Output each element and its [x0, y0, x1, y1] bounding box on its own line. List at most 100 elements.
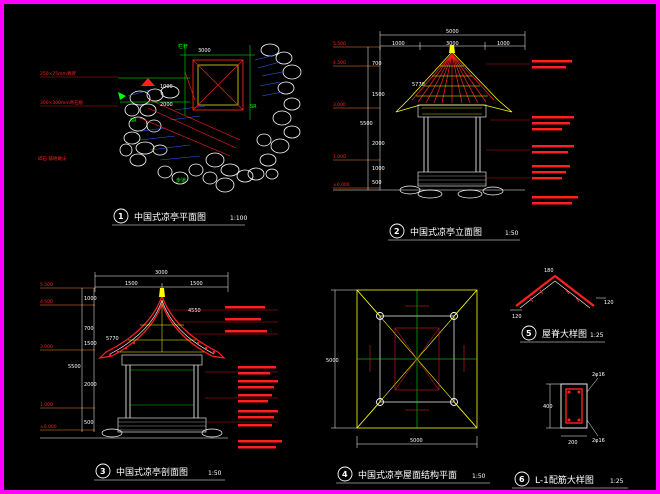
- svg-text:2000: 2000: [84, 382, 97, 388]
- svg-text:120: 120: [512, 314, 522, 320]
- plan-dim-left1: 1000: [160, 84, 173, 90]
- svg-text:±0.000: ±0.000: [40, 424, 57, 430]
- svg-text:4.500: 4.500: [40, 299, 53, 305]
- plan-bridge: [139, 71, 241, 157]
- svg-text:2φ16: 2φ16: [592, 372, 605, 378]
- plan-marker: [141, 78, 155, 86]
- svg-text:1000: 1000: [392, 41, 405, 47]
- title-1-number: 1: [118, 212, 124, 221]
- svg-text:1000: 1000: [372, 166, 385, 172]
- plan-water-hatch: [127, 54, 283, 161]
- svg-text:200: 200: [568, 440, 578, 446]
- plan-label-path: 步道: [176, 177, 186, 184]
- frame-border-bottom: [0, 490, 660, 494]
- frame-border-left: [0, 0, 4, 494]
- title-4-scale: 1:50: [472, 473, 486, 480]
- title-3-scale: 1:50: [208, 470, 222, 477]
- svg-text:5.500: 5.500: [40, 282, 53, 288]
- roof-plan-dim-w: 5000: [410, 438, 423, 444]
- elevation-finial: [449, 45, 455, 53]
- title-6-name: L-1配筋大样图: [535, 474, 594, 486]
- title-1-name: 中国式凉亭平面图: [134, 211, 206, 223]
- plan-note-red2: 300×300mm青石板: [40, 99, 84, 106]
- svg-text:2000: 2000: [372, 141, 385, 147]
- plan-label-fence: 栏杆: [178, 43, 188, 50]
- title-6-circle: [514, 471, 530, 487]
- plan-rocks-left: [119, 85, 254, 193]
- plan-dimension-lines: [118, 45, 255, 120]
- roof-plan-columns: [376, 312, 458, 406]
- rebar-beam-section: [560, 383, 588, 429]
- svg-text:5500: 5500: [68, 364, 81, 370]
- svg-text:1.000: 1.000: [333, 154, 346, 160]
- roof-plan-drawing: 5000 5000 4 中国式凉亭屋面结构平面 1:50: [326, 289, 490, 484]
- frame-border-right: [656, 0, 660, 494]
- elevation-roof-tiles: [411, 53, 495, 104]
- plan-pavilion-outline: [192, 59, 244, 111]
- title-2-circle: [389, 223, 405, 239]
- section-base: [117, 417, 207, 433]
- plan-dim-top: 3000: [198, 48, 211, 54]
- svg-text:2φ16: 2φ16: [592, 438, 605, 444]
- elevation-dim-total: 5000: [446, 29, 459, 35]
- elevation-rocks: [399, 185, 504, 199]
- svg-text:1500: 1500: [190, 281, 203, 287]
- title-6-number: 6: [519, 475, 525, 484]
- roof-plan-dim-h: 5000: [326, 358, 339, 364]
- rebar-detail-drawing: 400 200 2φ16 2φ16 6 L-1配筋大样图 1:25: [512, 372, 628, 489]
- elevation-eave-band: [417, 104, 487, 118]
- section-drawing: 3000 1500 1500 5.500 4.500 3.000 1.000 ±…: [40, 270, 282, 481]
- svg-text:120: 120: [604, 300, 614, 306]
- svg-text:1500: 1500: [84, 341, 97, 347]
- svg-text:1000: 1000: [497, 41, 510, 47]
- rebar-stirrup: [565, 388, 583, 424]
- ridge-profile: [515, 274, 595, 307]
- title-3-name: 中国式凉亭剖面图: [116, 466, 188, 478]
- elevation-base: [417, 171, 487, 187]
- svg-text:700: 700: [372, 61, 382, 67]
- svg-text:3.000: 3.000: [40, 344, 53, 350]
- svg-text:500: 500: [372, 180, 382, 186]
- plan-note-green: 碎石 铺地做法: [38, 155, 67, 162]
- title-2-scale: 1:50: [505, 230, 519, 237]
- elevation-drawing: 5000 1000 3000 1000 5.500 4.500 3.000 1.…: [333, 29, 578, 241]
- svg-text:3000: 3000: [155, 270, 168, 276]
- plan-drawing: 栏杆 SR SR 步道 3000 1000 2000 250×75mm青砖 30…: [38, 43, 302, 226]
- svg-text:4.500: 4.500: [333, 60, 346, 66]
- plan-pavilion-inner: [197, 64, 239, 106]
- title-4-number: 4: [342, 470, 348, 479]
- svg-text:400: 400: [543, 404, 553, 410]
- title-1-scale: 1:100: [230, 215, 247, 222]
- title-2-number: 2: [394, 227, 400, 236]
- svg-text:500: 500: [84, 420, 94, 426]
- svg-text:1.000: 1.000: [40, 402, 53, 408]
- svg-text:3000: 3000: [446, 41, 459, 47]
- svg-text:1500: 1500: [372, 92, 385, 98]
- title-5-scale: 1:25: [590, 332, 604, 339]
- title-4-circle: [337, 466, 353, 482]
- ridge-detail-drawing: 180 120 120 5 屋脊大样图 1:25: [510, 268, 614, 343]
- svg-text:4550: 4550: [188, 308, 201, 314]
- plan-rocks-right: [247, 43, 302, 181]
- title-3-number: 3: [100, 467, 106, 476]
- svg-text:180: 180: [544, 268, 554, 274]
- plan-note-red1: 250×75mm青砖: [40, 70, 76, 77]
- title-6-scale: 1:25: [610, 478, 624, 485]
- title-5-name: 屋脊大样图: [542, 328, 587, 340]
- svg-text:5500: 5500: [360, 121, 373, 127]
- svg-text:5.500: 5.500: [333, 41, 346, 47]
- svg-text:±0.000: ±0.000: [333, 182, 350, 188]
- title-5-circle: [521, 325, 537, 341]
- svg-text:1000: 1000: [84, 296, 97, 302]
- plan-label-sr2: SR: [250, 104, 257, 110]
- svg-text:1500: 1500: [125, 281, 138, 287]
- svg-text:700: 700: [84, 326, 94, 332]
- svg-text:5770: 5770: [412, 82, 425, 88]
- plan-label-sr1: SR: [130, 118, 137, 124]
- plan-dim-left2: 2000: [160, 102, 173, 108]
- title-4-name: 中国式凉亭屋面结构平面: [358, 469, 457, 481]
- title-2-name: 中国式凉亭立面图: [410, 226, 482, 238]
- title-1-circle: [113, 208, 129, 224]
